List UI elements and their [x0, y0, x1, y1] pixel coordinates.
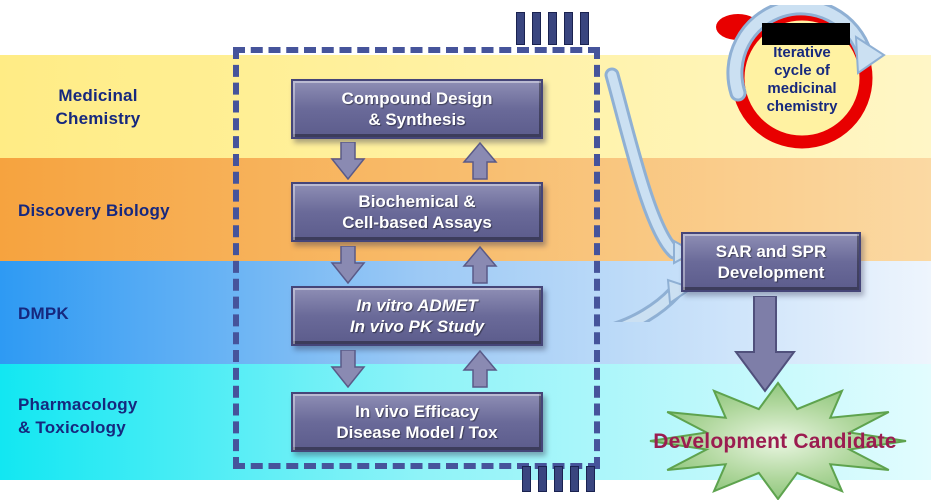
development-candidate-starburst: [649, 381, 907, 500]
dash-bar-icon: [580, 12, 589, 45]
dash-bar-icon: [548, 12, 557, 45]
redaction-bar: [762, 23, 850, 45]
down-arrow-icon: [330, 142, 366, 180]
dash-bar-icon: [564, 12, 573, 45]
pipeline-dashed-frame: [233, 47, 600, 469]
dash-bar-icon: [538, 466, 547, 492]
big-down-arrow-icon: [734, 296, 796, 393]
band-label-pharmacology-toxicology: Pharmacology & Toxicology: [18, 395, 138, 437]
band-label-discovery-biology: Discovery Biology: [18, 201, 170, 220]
up-arrow-icon: [462, 350, 498, 388]
down-arrow-icon: [330, 246, 366, 284]
up-arrow-icon: [462, 246, 498, 284]
dash-bar-icon: [532, 12, 541, 45]
curved-arrow-icon: [604, 67, 697, 322]
down-arrow-icon: [330, 350, 366, 388]
stage-box-invivo-efficacy: In vivo Efficacy Disease Model / Tox: [291, 392, 543, 452]
dash-bar-icon: [570, 466, 579, 492]
dash-bar-icon: [554, 466, 563, 492]
iterative-cycle-graphic: [716, 5, 886, 149]
band-label-dmpk: DMPK: [18, 304, 69, 323]
dash-bar-icon: [586, 466, 595, 492]
sar-spr-box: SAR and SPR Development: [681, 232, 861, 292]
band-label-medicinal-chemistry: Medicinal Chemistry: [55, 86, 141, 128]
stage-box-admet-pk: In vitro ADMET In vivo PK Study: [291, 286, 543, 346]
stage-box-biochemical-assays: Biochemical & Cell-based Assays: [291, 182, 543, 242]
up-arrow-icon: [462, 142, 498, 180]
stage-box-compound-design: Compound Design & Synthesis: [291, 79, 543, 139]
dash-bar-icon: [522, 466, 531, 492]
development-candidate-label: Development Candidate: [653, 430, 897, 453]
iterative-cycle-label: Iterative cycle of medicinal chemistry: [766, 44, 838, 115]
dash-bar-icon: [516, 12, 525, 45]
